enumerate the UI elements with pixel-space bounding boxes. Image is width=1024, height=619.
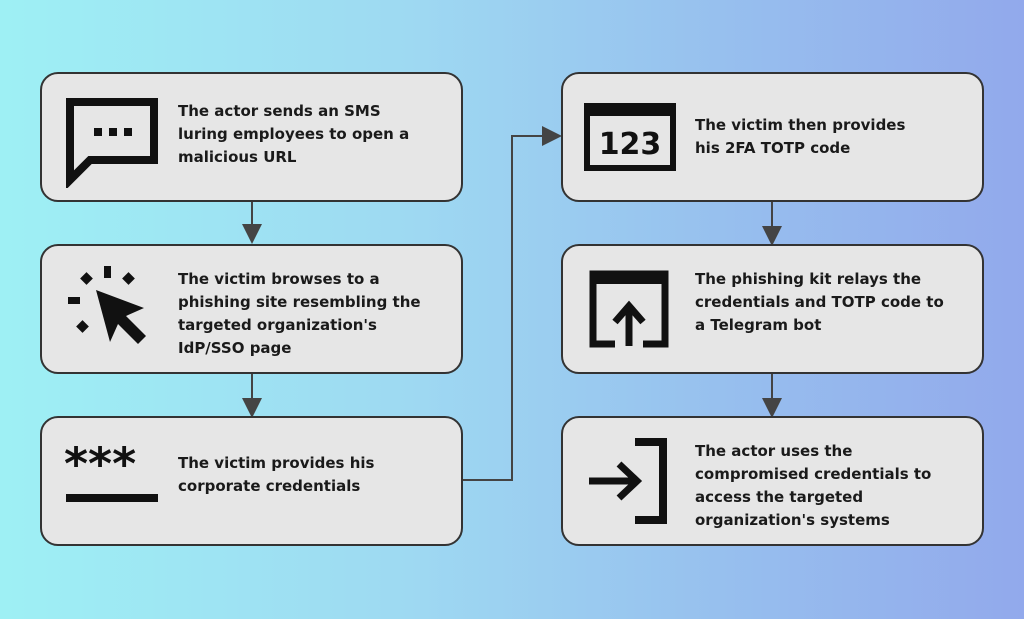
step-card-3: *** The victim provides his corporate cr…	[40, 416, 463, 546]
numeric-code-icon: 123	[584, 103, 676, 171]
svg-text:***: ***	[64, 446, 136, 491]
step-text-1: The actor sends an SMS luring employees …	[178, 102, 410, 166]
step-card-6: The actor uses the compromised credentia…	[561, 416, 984, 546]
step-card-5: The phishing kit relays the credentials …	[561, 244, 984, 374]
numeric-code-label: 123	[599, 127, 662, 162]
cursor-click-icon	[68, 266, 146, 344]
step-card-2: The victim browses to a phishing site re…	[40, 244, 463, 374]
step-card-4: 123 The victim then provides his 2FA TOT…	[561, 72, 984, 202]
step-text-2: The victim browses to a phishing site re…	[178, 270, 421, 357]
step-text-4: The victim then provides his 2FA TOTP co…	[695, 116, 906, 157]
login-enter-icon	[589, 438, 667, 524]
step-card-1: The actor sends an SMS luring employees …	[40, 72, 463, 202]
step-text-6: The actor uses the compromised credentia…	[695, 442, 932, 529]
upload-window-icon	[589, 270, 669, 348]
password-icon: ***	[64, 446, 158, 502]
step-text-5: The phishing kit relays the credentials …	[695, 270, 944, 334]
arrow-step3-to-step4	[462, 126, 562, 481]
step-text-3: The victim provides his corporate creden…	[178, 454, 375, 495]
sms-chat-icon	[66, 98, 158, 188]
